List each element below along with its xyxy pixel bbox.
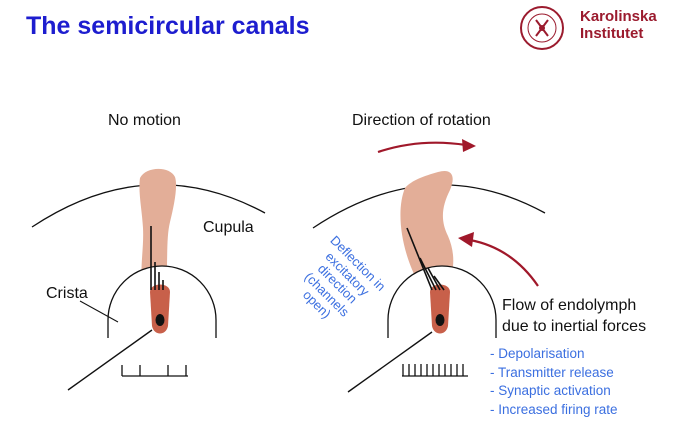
endolymph-flow-label: Flow of endolymph due to inertial forces <box>502 295 646 337</box>
effect-item: - Synaptic activation <box>490 383 611 398</box>
endolymph-flow-arrow <box>469 238 539 287</box>
rotation-arrowhead-icon <box>462 139 476 152</box>
flow-label-line: Flow of endolymph <box>502 297 637 314</box>
right-nerve-fiber <box>347 331 433 393</box>
right-hair-bundle <box>406 227 445 291</box>
crista-pointer-line <box>79 300 119 323</box>
logo-line-2: Institutet <box>580 25 644 42</box>
karolinska-seal-icon <box>520 6 564 50</box>
logo-wordmark: Karolinska Institutet <box>580 8 657 42</box>
right-hair-cell-nucleus <box>435 314 445 326</box>
rotation-arrow <box>377 141 467 154</box>
endolymph-arrowhead-icon <box>458 232 474 247</box>
flow-label-line: due to inertial forces <box>502 318 647 335</box>
right-cupula <box>400 170 454 286</box>
effects-list: - Depolarisation - Transmitter release -… <box>490 345 618 419</box>
left-nerve-fiber <box>67 329 153 391</box>
rotation-heading: Direction of rotation <box>352 112 491 129</box>
right-spike-train <box>402 364 468 377</box>
left-cupula <box>139 168 177 288</box>
effect-item: - Transmitter release <box>490 364 614 380</box>
effect-item: - Increased firing rate <box>490 401 618 417</box>
left-hair-cell <box>150 284 170 334</box>
left-hair-bundle <box>150 226 164 290</box>
no-motion-heading: No motion <box>108 112 181 129</box>
left-spike-train <box>121 365 188 377</box>
logo-line-1: Karolinska <box>580 8 657 25</box>
right-hair-cell <box>430 284 450 334</box>
effect-item: - Depolarisation <box>490 346 585 361</box>
crista-label: Crista <box>46 285 88 302</box>
slide-title: The semicircular canals <box>26 12 310 40</box>
karolinska-logo: Karolinska Institutet <box>516 4 682 52</box>
left-hair-cell-nucleus <box>155 314 165 326</box>
cupula-label: Cupula <box>203 219 254 236</box>
